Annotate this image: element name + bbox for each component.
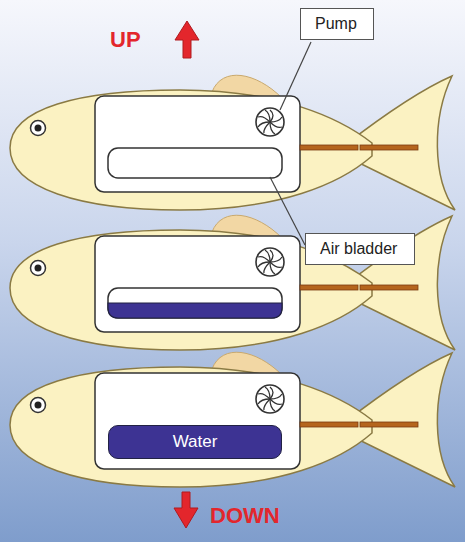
water-bladder: Water: [108, 425, 282, 459]
water-fill: [108, 303, 282, 318]
fish-full: [10, 352, 455, 487]
callout-box: Pump: [300, 8, 374, 40]
callout-box: Air bladder: [305, 233, 415, 265]
leader-line: [270, 177, 305, 245]
down-arrow: [174, 492, 198, 528]
direction-label: UP: [110, 27, 141, 53]
node-text: Water: [173, 432, 218, 452]
node-text: Air bladder: [320, 240, 400, 258]
direction-label: DOWN: [210, 503, 280, 529]
fish-half: [10, 215, 455, 350]
node-text: Pump: [315, 15, 359, 33]
air-bladder-shape: [108, 148, 282, 178]
leader-line: [280, 42, 311, 110]
up-arrow: [175, 21, 199, 58]
fish-empty: [10, 75, 455, 210]
air-bladder-shape: [108, 288, 282, 318]
